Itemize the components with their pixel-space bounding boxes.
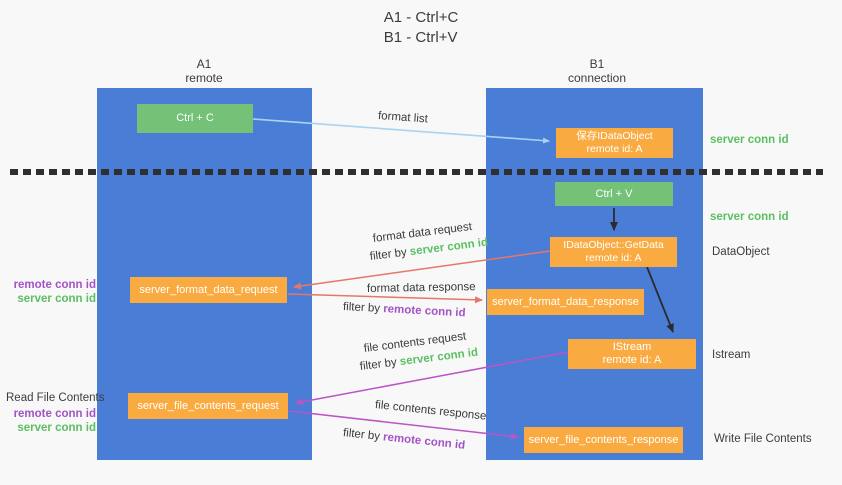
- node-idataobject-getdata: IDataObject::GetData remote id: A: [550, 237, 677, 267]
- istream-line1: IStream: [612, 341, 652, 353]
- node-istream: IStream remote id: A: [568, 339, 696, 369]
- ctrl-v-label: Ctrl + V: [595, 187, 633, 200]
- ctrl-c-label: Ctrl + C: [176, 112, 214, 124]
- file-response-label: server_file_contents_response: [528, 433, 679, 446]
- file-request-label: server_file_contents_request: [137, 399, 279, 412]
- column-header-b1: B1 connection: [537, 57, 657, 85]
- column-a1-id: A1: [196, 57, 212, 71]
- getdata-line2: remote id: A: [585, 252, 642, 264]
- node-server-format-data-response: server_format_data_response: [487, 289, 644, 315]
- filter-by-text: filter by: [359, 356, 401, 373]
- annotation-server-conn-id-mid: server conn id: [710, 211, 789, 223]
- node-ctrl-c: Ctrl + C: [137, 104, 253, 133]
- annotation-remote-conn-id-file: remote conn id: [13, 408, 96, 420]
- node-server-format-data-request: server_format_data_request: [130, 277, 287, 303]
- column-b1-sublabel: connection: [567, 71, 627, 85]
- remote-conn-id-text: remote conn id: [382, 303, 466, 320]
- label-format-data-response: format data response: [366, 281, 476, 295]
- annotation-read-file-contents: Read File Contents: [6, 392, 105, 404]
- node-server-file-contents-response: server_file_contents_response: [524, 427, 683, 453]
- column-b1-id: B1: [589, 57, 605, 71]
- column-header-a1: A1 remote: [144, 57, 264, 85]
- node-save-idataobject: 保存IDataObject remote id: A: [556, 128, 673, 158]
- istream-line2: remote id: A: [602, 354, 662, 366]
- annotation-istream: Istream: [712, 349, 751, 361]
- column-a1-sublabel: remote: [185, 71, 223, 85]
- format-request-label: server_format_data_request: [139, 283, 278, 296]
- format-response-label: server_format_data_response: [492, 295, 639, 308]
- annotation-remote-conn-id-format: remote conn id: [13, 279, 96, 291]
- save-idataobject-line2: remote id: A: [586, 143, 643, 155]
- node-ctrl-v: Ctrl + V: [555, 182, 673, 206]
- filter-by-text: filter by: [369, 246, 411, 263]
- annotation-write-file-contents: Write File Contents: [714, 433, 812, 445]
- section-divider-dotted-line: [10, 169, 823, 175]
- annotation-file-conn-ids: remote conn id server conn id: [8, 407, 96, 435]
- getdata-line1: IDataObject::GetData: [563, 239, 664, 251]
- annotation-format-conn-ids: remote conn id server conn id: [8, 278, 96, 306]
- remote-conn-id-text: remote conn id: [382, 431, 466, 452]
- annotation-server-conn-id-top: server conn id: [710, 134, 789, 146]
- node-server-file-contents-request: server_file_contents_request: [128, 393, 288, 419]
- annotation-server-conn-id-file: server conn id: [17, 422, 96, 434]
- label-filter-by-remote-conn-id-format: filter by remote conn id: [343, 301, 466, 320]
- filter-by-text: filter by: [342, 301, 384, 316]
- title-line-1: A1 - Ctrl+C: [383, 9, 459, 26]
- annotation-server-conn-id-format: server conn id: [17, 293, 96, 305]
- save-idataobject-line1: 保存IDataObject: [576, 130, 653, 142]
- filter-by-text: filter by: [342, 427, 384, 444]
- title-line-2: B1 - Ctrl+V: [383, 29, 458, 46]
- diagram-title: A1 - Ctrl+C B1 - Ctrl+V: [0, 8, 842, 48]
- label-file-contents-response: file contents response: [374, 399, 487, 423]
- label-filter-by-remote-conn-id-file: filter by remote conn id: [342, 427, 465, 453]
- label-format-list: format list: [377, 110, 429, 126]
- annotation-dataobject: DataObject: [712, 246, 770, 258]
